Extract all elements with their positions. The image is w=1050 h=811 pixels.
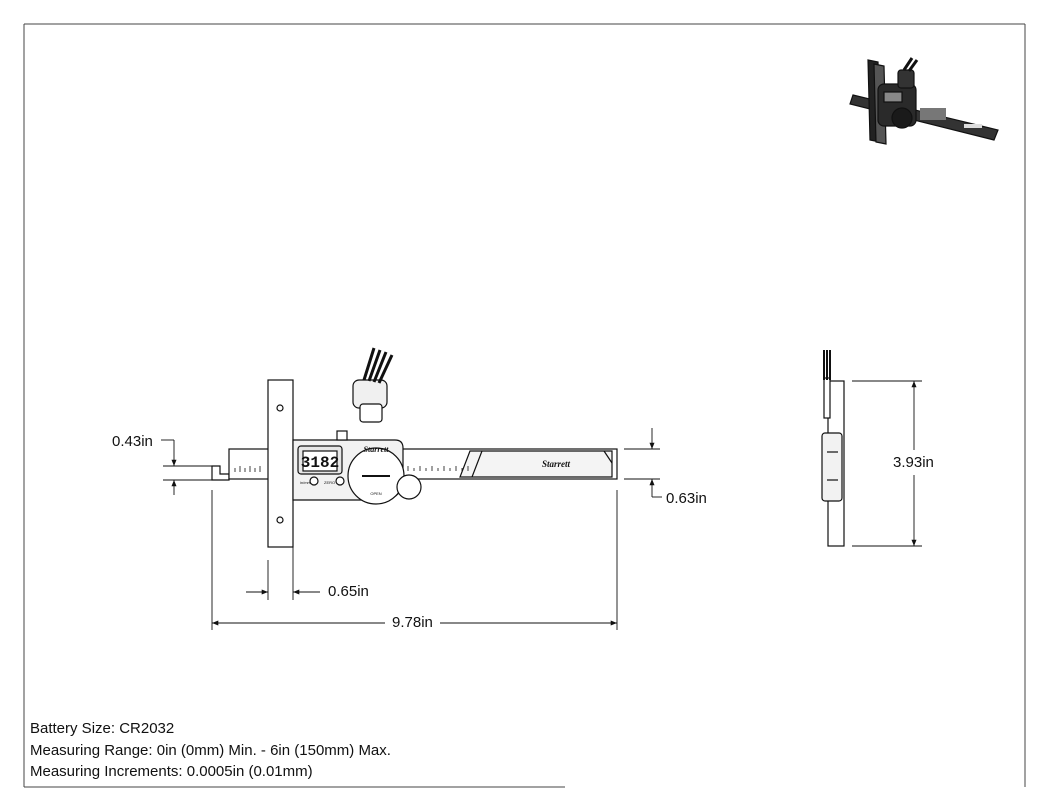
front-view xyxy=(211,347,618,548)
side-view xyxy=(821,350,845,547)
scale-left xyxy=(234,466,261,472)
lock-label: OPEN xyxy=(370,491,381,496)
zero-button-label: ZERO xyxy=(324,480,335,485)
dimension-lines xyxy=(161,380,922,630)
lcd-reading: 3182 xyxy=(301,454,339,472)
brand-logo-body: Starrett xyxy=(364,445,390,454)
isometric-view xyxy=(849,57,999,145)
note-range: Measuring Range: 0in (0mm) Min. - 6in (1… xyxy=(30,741,391,759)
scale-right xyxy=(407,466,469,471)
drawing-border xyxy=(23,23,1026,788)
note-increments: Measuring Increments: 0.0005in (0.01mm) xyxy=(30,763,313,780)
dim-beam-height: 0.63in xyxy=(666,490,707,507)
dim-side-height: 3.93in xyxy=(893,454,934,471)
brand-logo-beam: Starrett xyxy=(542,459,571,469)
note-battery: Battery Size: CR2032 xyxy=(30,720,175,737)
spec-notes: Battery Size: CR2032 Measuring Range: 0i… xyxy=(30,718,391,783)
dim-base-thickness: 0.65in xyxy=(328,583,369,600)
dim-overall-length: 9.78in xyxy=(392,614,433,631)
dim-blade-height: 0.43in xyxy=(112,433,153,450)
inch-mm-button-label: in/mm xyxy=(300,480,312,485)
